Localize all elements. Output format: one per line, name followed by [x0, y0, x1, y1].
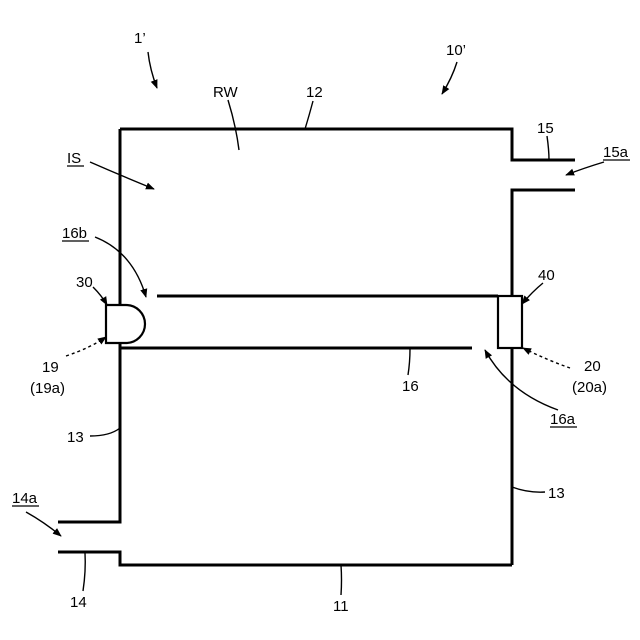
- top-wall: [120, 129, 575, 160]
- label-underlines: [12, 160, 630, 506]
- emitter-30-dome: [106, 305, 145, 343]
- label-inner-space: IS: [67, 150, 81, 167]
- label-device: 1’: [134, 30, 146, 47]
- label-housing: 10’: [446, 42, 466, 59]
- sensor-40-box: [498, 296, 522, 348]
- label-partition: 16: [402, 378, 419, 395]
- label-top-wall: 12: [306, 84, 323, 101]
- leader-15: [547, 136, 549, 160]
- leader-11: [341, 565, 342, 595]
- leader-15a: [566, 162, 604, 175]
- labels: 1’ 10’ RW 12 IS 15 15a 16b 30 40 19 (19a…: [12, 30, 629, 615]
- leader-IS: [90, 162, 154, 189]
- leader-16: [408, 349, 410, 375]
- right-wall: [512, 190, 575, 565]
- leader-30: [93, 287, 107, 305]
- leader-RW: [228, 100, 239, 150]
- bottom-wall: [58, 552, 512, 565]
- label-opening-left: 19: [42, 359, 59, 376]
- label-opening-right-alt: (20a): [572, 379, 607, 396]
- label-side-wall-right: 13: [548, 485, 565, 502]
- label-bottom-wall: 11: [333, 598, 349, 615]
- label-slot-end: 16b: [62, 225, 87, 242]
- label-room-wall: RW: [213, 84, 239, 101]
- label-outlet-opening: 15a: [603, 144, 629, 161]
- leader-40: [522, 283, 543, 304]
- label-opening-right: 20: [584, 358, 601, 375]
- leader-14: [83, 553, 85, 591]
- leader-13-left: [90, 428, 120, 436]
- label-inlet-opening: 14a: [12, 490, 38, 507]
- label-outlet-pipe: 15: [537, 120, 554, 137]
- label-sensor: 40: [538, 267, 555, 284]
- leader-13-right: [512, 487, 545, 492]
- label-opening-left-alt: (19a): [30, 380, 65, 397]
- leader-10prime: [442, 62, 457, 94]
- label-slot-gap: 16a: [550, 411, 576, 428]
- label-inlet-pipe: 14: [70, 594, 87, 611]
- label-emitter: 30: [76, 274, 93, 291]
- label-side-wall-left: 13: [67, 429, 84, 446]
- leader-20-dashed: [523, 348, 570, 368]
- leader-1prime: [148, 52, 157, 88]
- leader-14a: [26, 512, 61, 536]
- leader-12: [305, 101, 313, 129]
- leader-19-dashed: [66, 337, 106, 356]
